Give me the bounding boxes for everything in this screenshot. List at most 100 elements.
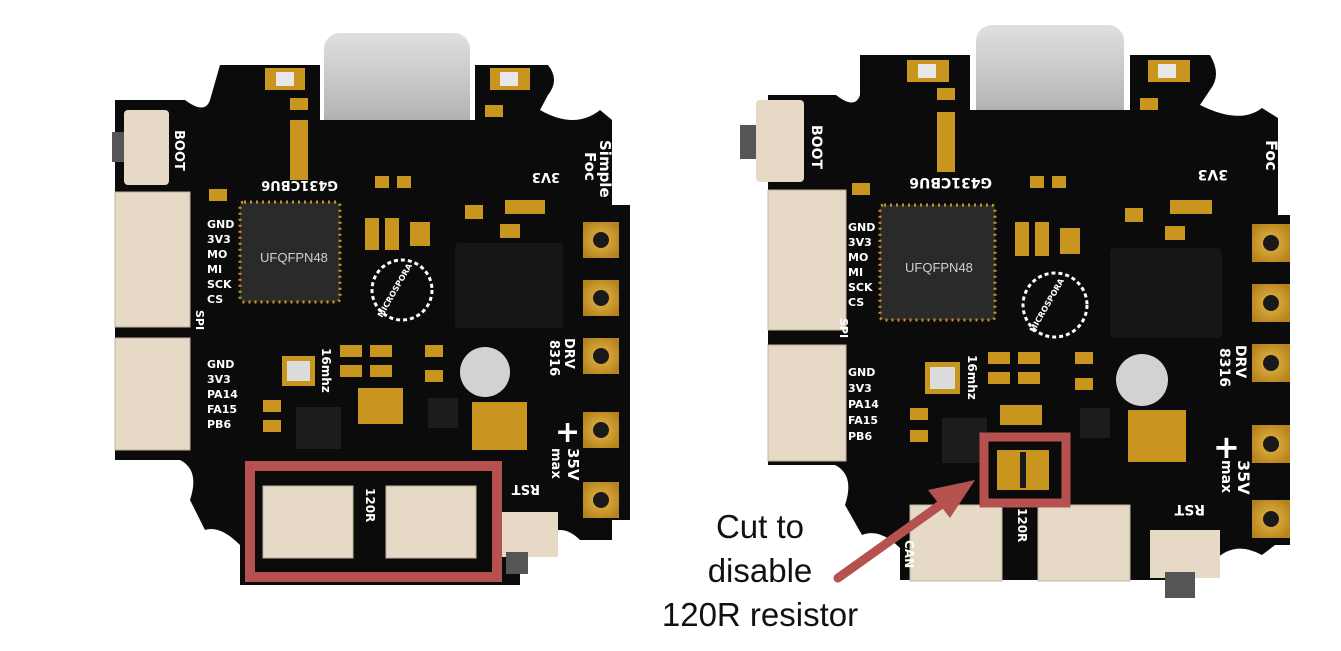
right-crystal-label: 16mhz — [965, 355, 979, 400]
left-gpio-connector — [114, 337, 191, 451]
right-board: BOOT Simple Foc 3V3 G431CBU6 UFQFPN48 GN… — [740, 25, 1298, 598]
right-spi-label-mo: MO — [848, 251, 868, 264]
left-board: BOOT Simple Foc 3V3 G431CBU6 UFQFPN48 GN… — [112, 33, 630, 585]
right-boot-switch — [756, 100, 804, 182]
left-simple-label: Simple — [596, 140, 614, 198]
right-3v3-label: 3V3 — [1198, 166, 1228, 182]
left-crystal-label: 16mhz — [319, 348, 333, 393]
left-gpio-label-pa14: PA14 — [207, 388, 238, 401]
right-driver-label: DRV — [1232, 345, 1248, 378]
right-gpio-label-pa14: PA14 — [848, 398, 879, 411]
left-motor-pads — [583, 222, 619, 518]
left-mcu-part-label: G431CBU6 — [261, 177, 338, 192]
left-shunt-resistors — [472, 402, 527, 450]
right-led-1-body — [918, 64, 936, 78]
right-spi-connector — [767, 189, 847, 331]
right-reset-button — [1165, 572, 1195, 598]
right-spi-label-cs: CS — [848, 296, 864, 309]
left-mcu-chip — [238, 200, 342, 304]
left-gpio-label-gnd: GND — [207, 358, 234, 371]
right-mcu-part-label: G431CBU6 — [909, 174, 992, 190]
left-spi-label-mi: MI — [207, 263, 222, 276]
right-mcu-chip — [878, 203, 997, 322]
right-motor-pads — [1252, 224, 1290, 538]
left-small-ic — [428, 398, 458, 428]
left-spi-label-spi: SPI — [193, 310, 206, 330]
right-gpio-label-3v3: 3V3 — [848, 382, 872, 395]
right-crystal-top — [930, 367, 955, 389]
left-mcu-package-label: UFQFPN48 — [260, 250, 328, 265]
left-spi-label-mo: MO — [207, 248, 227, 261]
right-driver-num-label: 8316 — [1216, 348, 1232, 387]
annotation-arrow — [833, 480, 975, 583]
left-can-connector-1 — [262, 485, 354, 559]
right-gpio-connector — [767, 344, 847, 462]
left-driver-chip — [455, 243, 563, 328]
left-led-2-body — [500, 72, 518, 86]
right-inductor — [1116, 354, 1168, 406]
right-gpio-label-gnd: GND — [848, 366, 875, 379]
left-spi-label-3v3: 3V3 — [207, 233, 231, 246]
left-spi-connector — [114, 191, 191, 328]
right-120r-highlight-box — [979, 432, 1071, 508]
right-120r-cut-trace — [1020, 452, 1026, 488]
left-can-highlight-box — [245, 461, 502, 582]
right-brand-logo — [1021, 271, 1089, 339]
right-spi-label-mi: MI — [848, 266, 863, 279]
right-spi-label-3v3: 3V3 — [848, 236, 872, 249]
right-gpio-label-pb6: PB6 — [848, 430, 872, 443]
left-spi-label-cs: CS — [207, 293, 223, 306]
right-120r-label: 120R — [1015, 508, 1029, 542]
right-passive-components — [852, 88, 1212, 442]
right-boot-label: BOOT — [808, 125, 824, 169]
left-voltage-label: 35V — [564, 448, 582, 481]
right-can-connector-2 — [1037, 504, 1131, 582]
left-foc-label: Foc — [581, 152, 599, 181]
left-gpio-label-fa15: FA15 — [207, 403, 237, 416]
left-3v3-label: 3V3 — [532, 169, 560, 184]
right-voltage-note-label: max — [1218, 460, 1234, 493]
right-rst-label: RST — [1174, 501, 1205, 517]
right-small-ic — [1080, 408, 1110, 438]
right-can-label: CAN — [902, 540, 916, 568]
right-foc-label: Foc — [1262, 140, 1281, 171]
right-simple-label: Simple — [1279, 120, 1298, 182]
right-plus-label: + — [1213, 428, 1240, 466]
left-led-1-body — [276, 72, 294, 86]
right-mcu-package-label: UFQFPN48 — [905, 260, 973, 275]
left-driver-label: DRV — [561, 338, 576, 369]
left-rst-label: RST — [512, 481, 540, 496]
left-plus-label: + — [555, 415, 580, 450]
left-spi-label-sck: SCK — [207, 278, 232, 291]
left-reset-switch — [498, 512, 558, 557]
right-reset-switch — [1150, 530, 1220, 578]
left-pcb-outline — [115, 65, 630, 585]
right-spi-label-sck: SCK — [848, 281, 873, 294]
left-voltage-note-label: max — [548, 448, 563, 479]
right-shunt-resistors — [1128, 410, 1186, 462]
caption-line-3: 120R resistor — [661, 596, 859, 633]
left-can-connector-2 — [385, 485, 477, 559]
left-passive-components — [209, 98, 545, 432]
left-can-transceiver — [296, 407, 341, 449]
left-inductor — [460, 347, 510, 397]
left-crystal-top — [287, 361, 310, 381]
right-gpio-label-fa15: FA15 — [848, 414, 878, 427]
left-spi-label-gnd: GND — [207, 218, 234, 231]
left-boot-label: BOOT — [171, 130, 186, 171]
left-boot-switch — [124, 110, 169, 185]
caption-line-2: disable — [707, 552, 813, 589]
left-driver-num-label: 8316 — [546, 340, 561, 376]
right-driver-chip — [1110, 248, 1222, 338]
left-120r-label: 120R — [363, 488, 377, 522]
left-120r-pads — [358, 388, 403, 424]
right-spi-label-spi: SPI — [837, 318, 850, 338]
right-led-2-body — [1158, 64, 1176, 78]
annotation-caption: Cut to disable 120R resistor — [640, 505, 880, 637]
left-brand-logo — [370, 258, 434, 322]
right-spi-label-gnd: GND — [848, 221, 875, 234]
left-reset-button — [506, 552, 528, 574]
right-voltage-label: 35V — [1234, 460, 1253, 495]
caption-line-1: Cut to — [715, 508, 805, 545]
